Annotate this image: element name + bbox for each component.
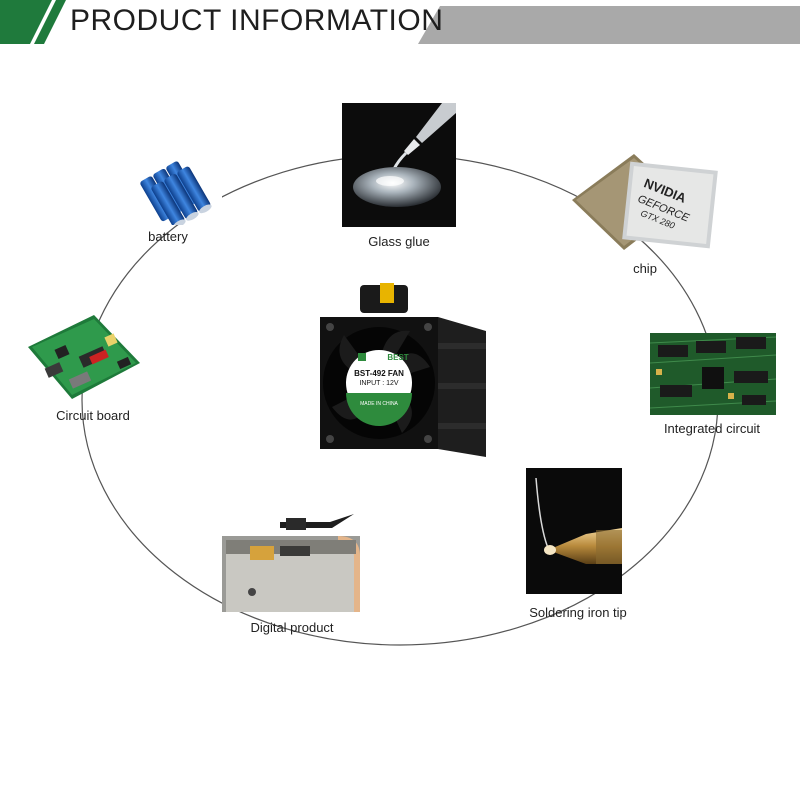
chip-image: NVIDIA GEFORCE GTX 280 bbox=[568, 152, 720, 257]
label-glass-glue: Glass glue bbox=[368, 234, 430, 249]
gpu-chip-icon: NVIDIA GEFORCE GTX 280 bbox=[572, 154, 718, 250]
phone-frame-icon bbox=[222, 514, 360, 612]
page-title: PRODUCT INFORMATION bbox=[70, 4, 444, 37]
fan-origin-text: MADE IN CHINA bbox=[360, 401, 398, 407]
integrated-circuit-image bbox=[650, 333, 776, 415]
header-banner: PRODUCT INFORMATION bbox=[0, 0, 800, 46]
header-gray-bar bbox=[418, 6, 800, 44]
glue-drop-icon bbox=[353, 103, 456, 207]
header-graphic bbox=[0, 0, 800, 44]
green-pcb-icon bbox=[28, 315, 140, 399]
fan-product-image: BEST BST-492 FAN INPUT : 12V MADE IN CHI… bbox=[318, 283, 490, 463]
soldering-tip-icon bbox=[535, 477, 622, 564]
glass-glue-image bbox=[342, 103, 456, 227]
fan-input-text: INPUT : 12V bbox=[359, 380, 399, 387]
label-digital-product: Digital product bbox=[250, 620, 334, 635]
label-battery: battery bbox=[148, 229, 188, 244]
fan-icon bbox=[320, 283, 486, 457]
circuit-board-image bbox=[26, 313, 142, 401]
label-circuit-board: Circuit board bbox=[56, 408, 130, 423]
digital-product-image bbox=[220, 510, 366, 612]
header-green-tab bbox=[0, 0, 52, 44]
ic-board-icon bbox=[650, 333, 776, 415]
label-soldering-iron-tip: Soldering iron tip bbox=[529, 605, 627, 620]
label-chip: chip bbox=[633, 261, 657, 276]
battery-image bbox=[130, 155, 222, 225]
fan-brand-text: BEST bbox=[387, 353, 409, 362]
soldering-iron-image bbox=[526, 468, 622, 594]
battery-cells-icon bbox=[140, 161, 212, 225]
fan-model-text: BST-492 FAN bbox=[354, 369, 404, 378]
header-green-stripe bbox=[34, 0, 66, 44]
label-integrated-circuit: Integrated circuit bbox=[663, 421, 761, 436]
